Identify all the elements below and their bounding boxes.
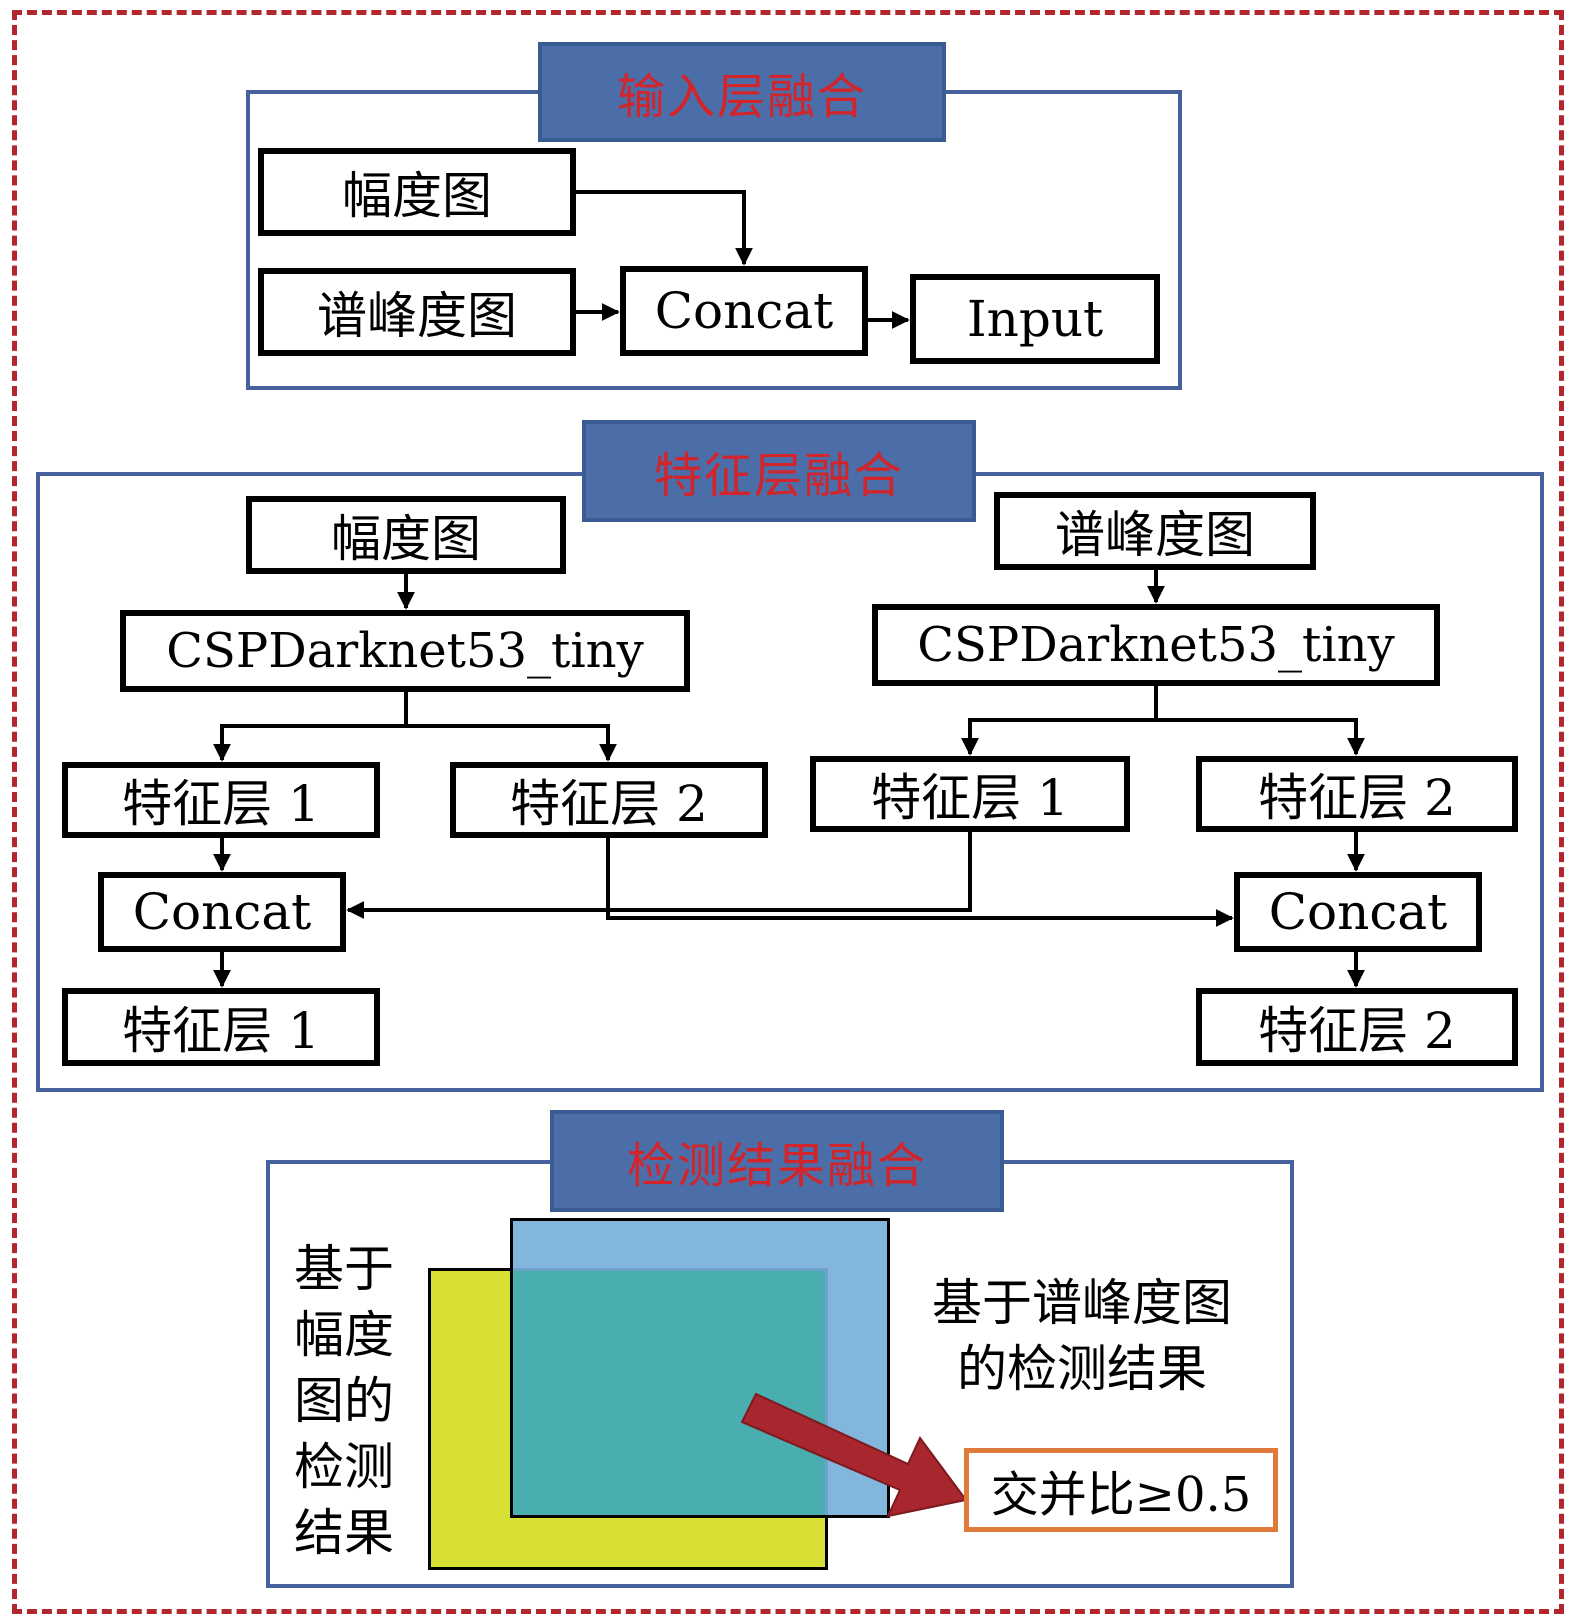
- arrow-left-backbone-to-feat2: [406, 724, 617, 762]
- feature-right-source-node: 谱峰度图: [994, 492, 1316, 570]
- overlap-region: [513, 1271, 825, 1515]
- input-fusion-title: 输入层融合: [538, 42, 946, 142]
- right-output-feature-node: 特征层 2: [1196, 988, 1518, 1066]
- right-feature-layer-2-node: 特征层 2: [1196, 756, 1518, 832]
- arrow-right-feat1-to-left-concat: [346, 832, 972, 919]
- arrow-right-backbone-to-feat1: [961, 686, 1158, 756]
- iou-threshold-badge: 交并比≥0.5: [964, 1448, 1278, 1532]
- input-concat-node: Concat: [620, 266, 868, 356]
- right-concat-node: Concat: [1234, 872, 1482, 952]
- left-feature-layer-1-node: 特征层 1: [62, 762, 380, 838]
- result-fusion-title: 检测结果融合: [550, 1110, 1004, 1212]
- arrow-right-backbone-to-feat2: [1156, 718, 1365, 756]
- arrow-amplitude-to-concat: [576, 190, 753, 266]
- input-node: Input: [910, 274, 1160, 364]
- arrow-left-backbone-to-feat1: [213, 692, 408, 762]
- right-feature-layer-1-node: 特征层 1: [810, 756, 1130, 832]
- iou-pointer-arrow: [740, 1392, 968, 1518]
- feature-left-source-node: 幅度图: [246, 496, 566, 574]
- feature-fusion-title: 特征层融合: [582, 420, 976, 522]
- spectral-result-label: 基于谱峰度图 的检测结果: [932, 1274, 1232, 1398]
- arrow-left-feat2-to-right-concat: [606, 838, 1234, 927]
- amplitude-node: 幅度图: [258, 148, 576, 236]
- spectral-peak-node: 谱峰度图: [258, 268, 576, 356]
- left-concat-node: Concat: [98, 872, 346, 952]
- right-backbone-node: CSPDarknet53_tiny: [872, 604, 1440, 686]
- left-backbone-node: CSPDarknet53_tiny: [120, 610, 690, 692]
- left-output-feature-node: 特征层 1: [62, 988, 380, 1066]
- left-feature-layer-2-node: 特征层 2: [450, 762, 768, 838]
- amplitude-result-label: 基于 幅度 图的 检测 结果: [294, 1240, 394, 1562]
- outer-dashed-frame: [12, 10, 1564, 1614]
